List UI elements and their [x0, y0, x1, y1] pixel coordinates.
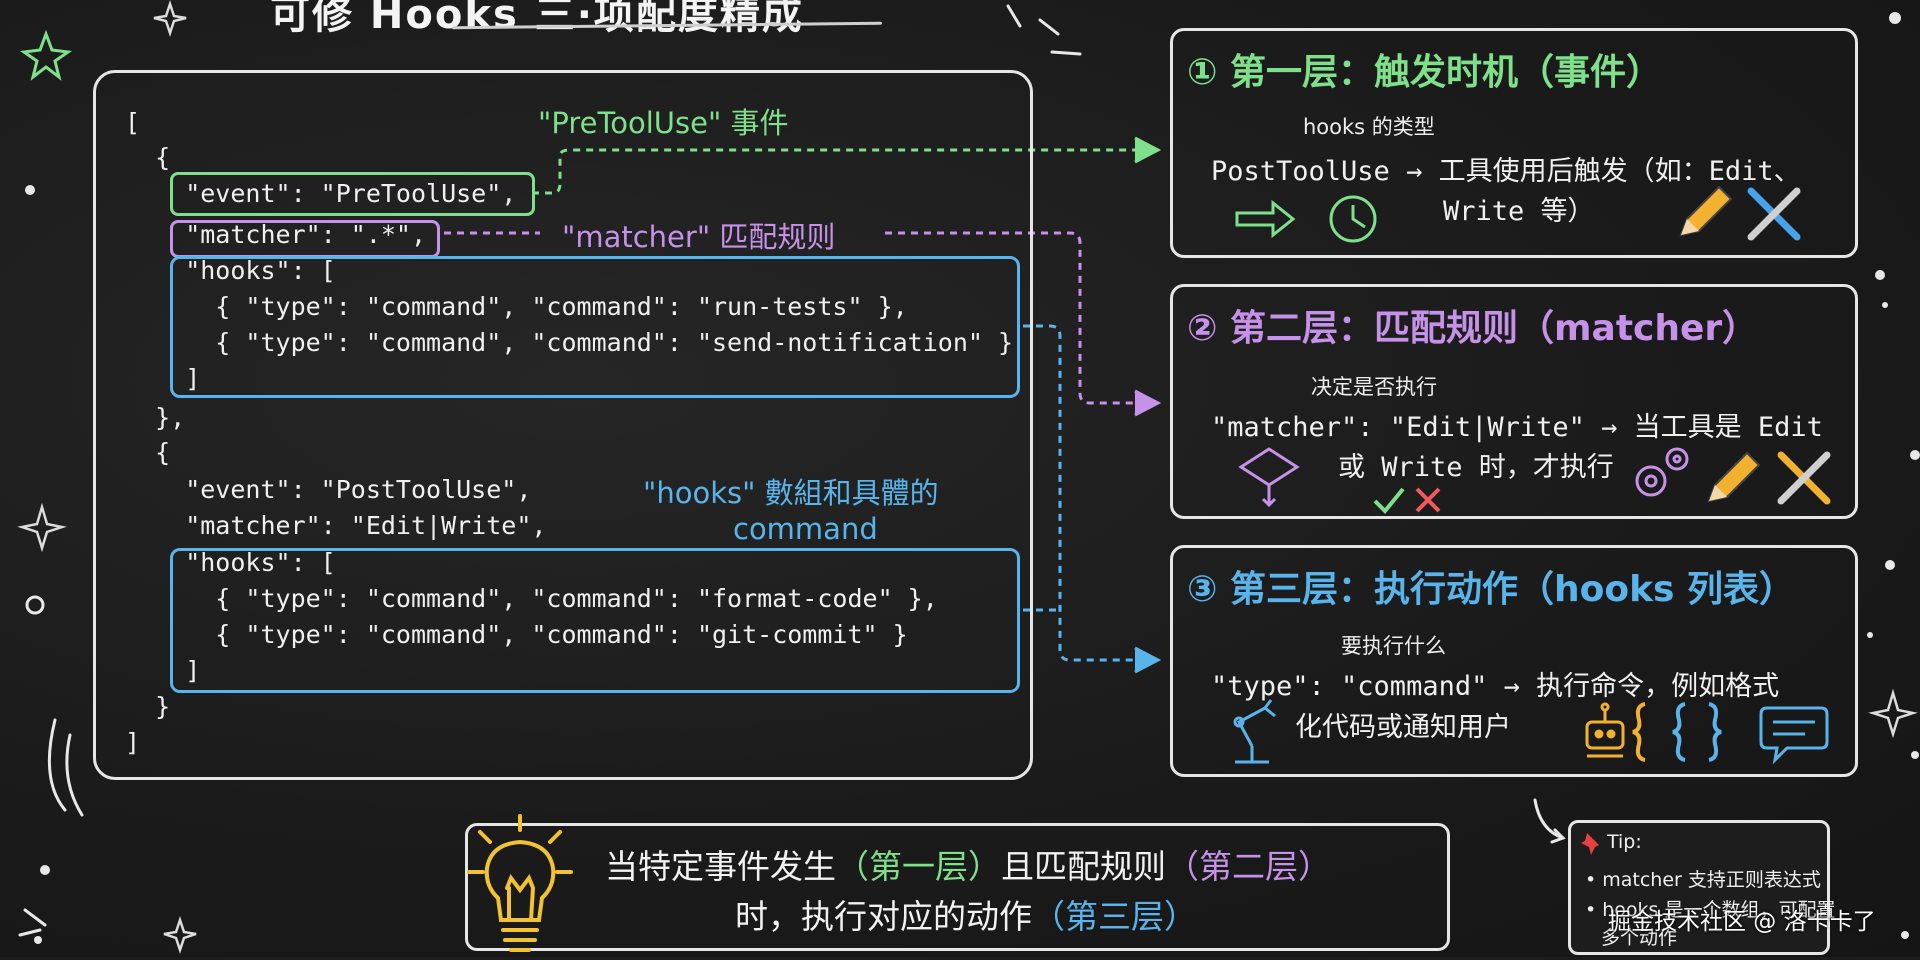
- layer-1-description-line2: Write 等）: [1443, 196, 1595, 227]
- layer-2-panel: ② 第二层：匹配规则（matcher） 决定是否执行 "matcher": "E…: [1170, 284, 1858, 519]
- connector-hooks-arrow: [1023, 324, 1140, 662]
- code-line: "event": "PostToolUse",: [125, 475, 532, 504]
- code-line: ]: [125, 364, 201, 393]
- layer-2-description-line2: 或 Write 时，才执行: [1338, 452, 1614, 483]
- layer-3-tool-icons: [1585, 702, 1829, 765]
- code-line: "matcher": ".*",: [125, 220, 427, 249]
- summary-layer3-tag: （第三层）: [1032, 897, 1197, 936]
- code-line: { "type": "command", "command": "send-no…: [125, 328, 1014, 357]
- annotation-hooks-line2: command: [733, 512, 878, 546]
- code-line: { "type": "command", "command": "format-…: [125, 584, 938, 613]
- layer-3-title: ③ 第三层：执行动作（hooks 列表）: [1187, 569, 1796, 610]
- layer-2-subtitle: 决定是否执行: [1311, 375, 1437, 399]
- annotation-matcher: "matcher" 匹配规则: [562, 220, 836, 254]
- code-line: { "type": "command", "command": "run-tes…: [125, 292, 908, 321]
- code-line: { "type": "command", "command": "git-com…: [125, 620, 908, 649]
- layer-3-description-line1: "type": "command" → 执行命令，例如格式: [1211, 671, 1780, 702]
- code-line: ]: [125, 728, 141, 757]
- summary-line1: 当特定事件发生（第一层）且匹配规则（第二层）: [605, 840, 1331, 888]
- hooks-highlight-box-2: [170, 548, 1020, 693]
- watermark: 掘金技术社区 @ 洛卡卡了: [1608, 909, 1876, 935]
- layer-1-icons: [1235, 195, 1377, 243]
- layer-1-tool-icons: [1679, 185, 1801, 241]
- code-line: "hooks": [: [125, 548, 336, 577]
- code-line: }: [125, 692, 171, 721]
- hooks-highlight-box-1: [170, 256, 1020, 398]
- pin-icon: [1581, 833, 1599, 855]
- chat-icon: [1759, 706, 1829, 765]
- star-doodle-icon: [19, 29, 73, 81]
- gears-icon: [1635, 447, 1689, 497]
- tools-icon: [1777, 451, 1831, 505]
- chalk-dots: [25, 12, 1920, 944]
- summary-layer1-tag: （第一层）: [836, 847, 1001, 886]
- summary-text-event: 当特定事件发生: [605, 847, 836, 886]
- layer-1-title: ① 第一层：触发时机（事件）: [1187, 52, 1663, 93]
- braces-icon: [1632, 702, 1722, 762]
- code-line: "hooks": [: [125, 256, 336, 285]
- summary-line2: 时，执行对应的动作（第三层）: [735, 890, 1197, 938]
- chalk-strokes: [18, 4, 1566, 937]
- summary-layer2-tag: （第二层）: [1166, 847, 1331, 886]
- arrow-icon: [1235, 199, 1296, 239]
- clock-icon: [1329, 195, 1377, 243]
- layer-1-subtitle: hooks 的类型: [1303, 115, 1435, 139]
- code-line: "event": "PreToolUse",: [125, 179, 517, 208]
- code-line: {: [125, 143, 171, 172]
- code-board: [93, 70, 1033, 780]
- pencil-icon: [1679, 185, 1733, 237]
- annotation-pretooluse: "PreToolUse" 事件: [538, 106, 789, 140]
- tip-item-2: • hooks 是一个数组，可配置: [1585, 899, 1836, 921]
- page-title: 可修 Hooks 三·项配度精成: [270, 0, 804, 38]
- decision-icon: [1238, 447, 1300, 508]
- tip-heading: Tip:: [1607, 831, 1642, 853]
- layer-3-description-line2: 化代码或通知用户: [1295, 712, 1511, 743]
- pencil-icon: [1707, 451, 1761, 503]
- tools-icon: [1747, 187, 1801, 241]
- check-icon: [1373, 487, 1405, 514]
- layer-2-description-line1: "matcher": "Edit|Write" → 当工具是 Edit: [1211, 412, 1823, 443]
- connector-matcher-arrow: [885, 231, 1140, 405]
- connector-event-arrow: [532, 148, 1140, 195]
- arrowhead-blue-icon: [1134, 646, 1162, 674]
- code-line: ]: [125, 656, 201, 685]
- code-line: "matcher": "Edit|Write",: [125, 511, 547, 540]
- tip-item-3: 多个动作: [1601, 927, 1678, 949]
- cross-icon: [1415, 487, 1441, 513]
- summary-box: [465, 823, 1450, 951]
- layer-2-tool-icons: [1635, 447, 1831, 505]
- layer-3-panel: ③ 第三层：执行动作（hooks 列表） 要执行什么 "type": "comm…: [1170, 545, 1858, 777]
- layer-1-description-line1: PostToolUse → 工具使用后触发（如：Edit、: [1211, 156, 1801, 187]
- tip-item-1: • matcher 支持正则表达式: [1585, 869, 1821, 891]
- arrowhead-green-icon: [1134, 136, 1162, 164]
- tip-box: Tip: • matcher 支持正则表达式 • hooks 是一个数组，可配置…: [1568, 820, 1835, 955]
- sparkle-icon: [17, 0, 1918, 954]
- robot-icon: [1585, 702, 1625, 758]
- arrowhead-purple-icon: [1134, 389, 1162, 417]
- code-line: {: [125, 438, 171, 467]
- event-highlight-box: [170, 172, 535, 216]
- annotation-hooks-line1: "hooks" 數組和具體的: [643, 476, 939, 510]
- layer-2-title: ② 第二层：匹配规则（matcher）: [1187, 308, 1759, 349]
- code-line: [: [125, 108, 141, 137]
- layer-3-subtitle: 要执行什么: [1341, 634, 1446, 658]
- code-line: },: [125, 403, 186, 432]
- robot-arm-icon: [1233, 699, 1276, 764]
- summary-text-action: 时，执行对应的动作: [735, 897, 1032, 936]
- lightbulb-icon: [467, 814, 573, 952]
- summary-text-match: 且匹配规则: [1001, 847, 1166, 886]
- layer-1-panel: ① 第一层：触发时机（事件） hooks 的类型 PostToolUse → 工…: [1170, 28, 1858, 258]
- check-cross-icons: [1373, 487, 1441, 514]
